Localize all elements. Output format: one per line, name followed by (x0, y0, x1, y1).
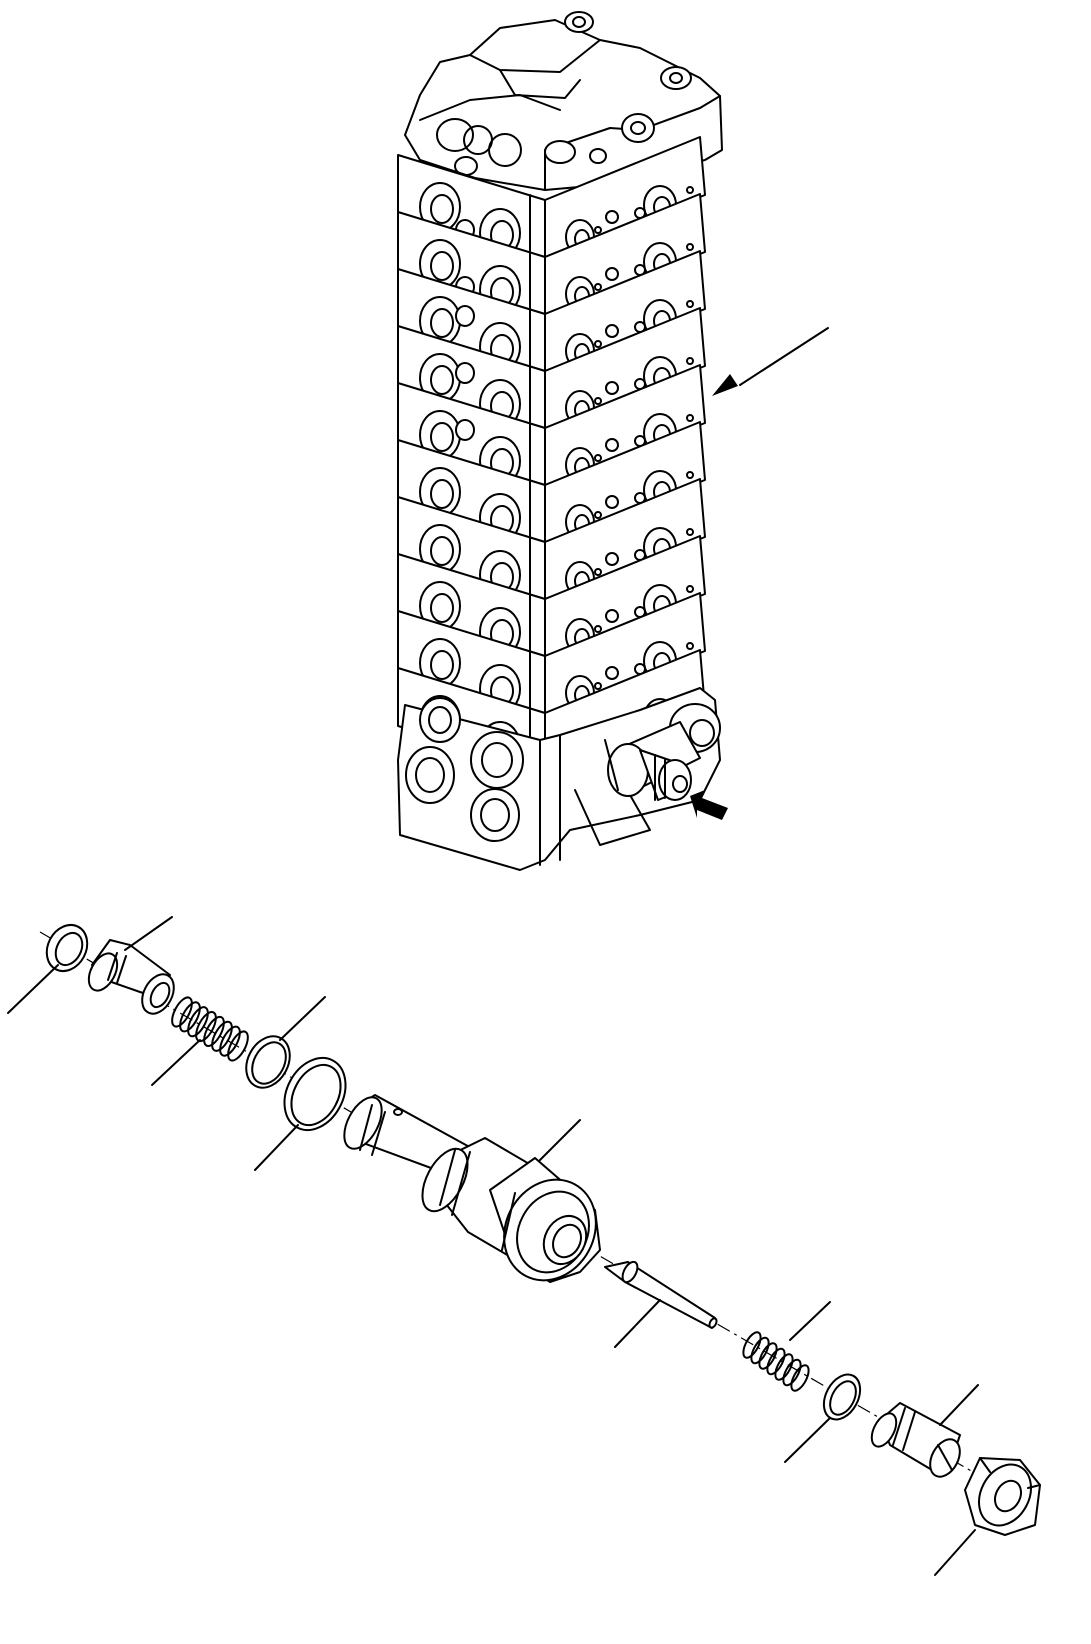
spring-coil (195, 1011, 217, 1043)
leader-lock-nut (934, 1529, 976, 1576)
spring-coil (219, 1025, 241, 1057)
part-leader-lines (7, 916, 979, 1576)
spring-right (742, 1331, 810, 1392)
leader-spring-right (789, 1301, 831, 1341)
spring-coil (171, 996, 193, 1028)
backup-ring (45, 924, 89, 972)
lock-nut (964, 1457, 1041, 1536)
poppet-seat (87, 939, 175, 1015)
leader-poppet-seat (124, 916, 173, 951)
valve-end-block (397, 687, 721, 871)
spring-coil (742, 1331, 762, 1359)
leader-o-ring-small (279, 996, 326, 1041)
relief-valve-body (343, 1094, 601, 1283)
valve-section (397, 478, 706, 600)
o-ring-right (822, 1373, 862, 1421)
exploded-relief-valve (7, 916, 1041, 1576)
location-arrow (690, 790, 728, 820)
adjusting-screw (870, 1402, 961, 1478)
spring-coil (758, 1342, 778, 1370)
valve-head-block (404, 11, 723, 191)
spring-coil (750, 1336, 770, 1365)
leader-adjusting-screw (939, 1384, 979, 1426)
spring-coil (227, 1030, 249, 1062)
valve-section-stack (397, 136, 706, 771)
spring-coil (774, 1353, 794, 1381)
spring-coil (211, 1020, 233, 1052)
leader-o-ring-right (784, 1417, 831, 1463)
spring-coil (179, 1001, 201, 1033)
leader-o-ring-large (254, 1124, 299, 1171)
spring-coil (766, 1347, 786, 1376)
leader-spring-left (151, 1039, 201, 1086)
leader-backup-ring (7, 964, 59, 1014)
spring-coil (203, 1015, 225, 1047)
spring-coil (782, 1358, 802, 1387)
leader-relief-valve-body (539, 1119, 581, 1161)
control-valve-assembly (397, 11, 829, 871)
spring-coil (790, 1364, 810, 1392)
o-ring-large (283, 1056, 347, 1132)
leader-pilot-needle (614, 1299, 661, 1348)
spring-left (171, 996, 249, 1062)
pilot-needle (604, 1260, 718, 1329)
spring-coil (187, 1006, 209, 1038)
reference-callout (712, 327, 829, 396)
